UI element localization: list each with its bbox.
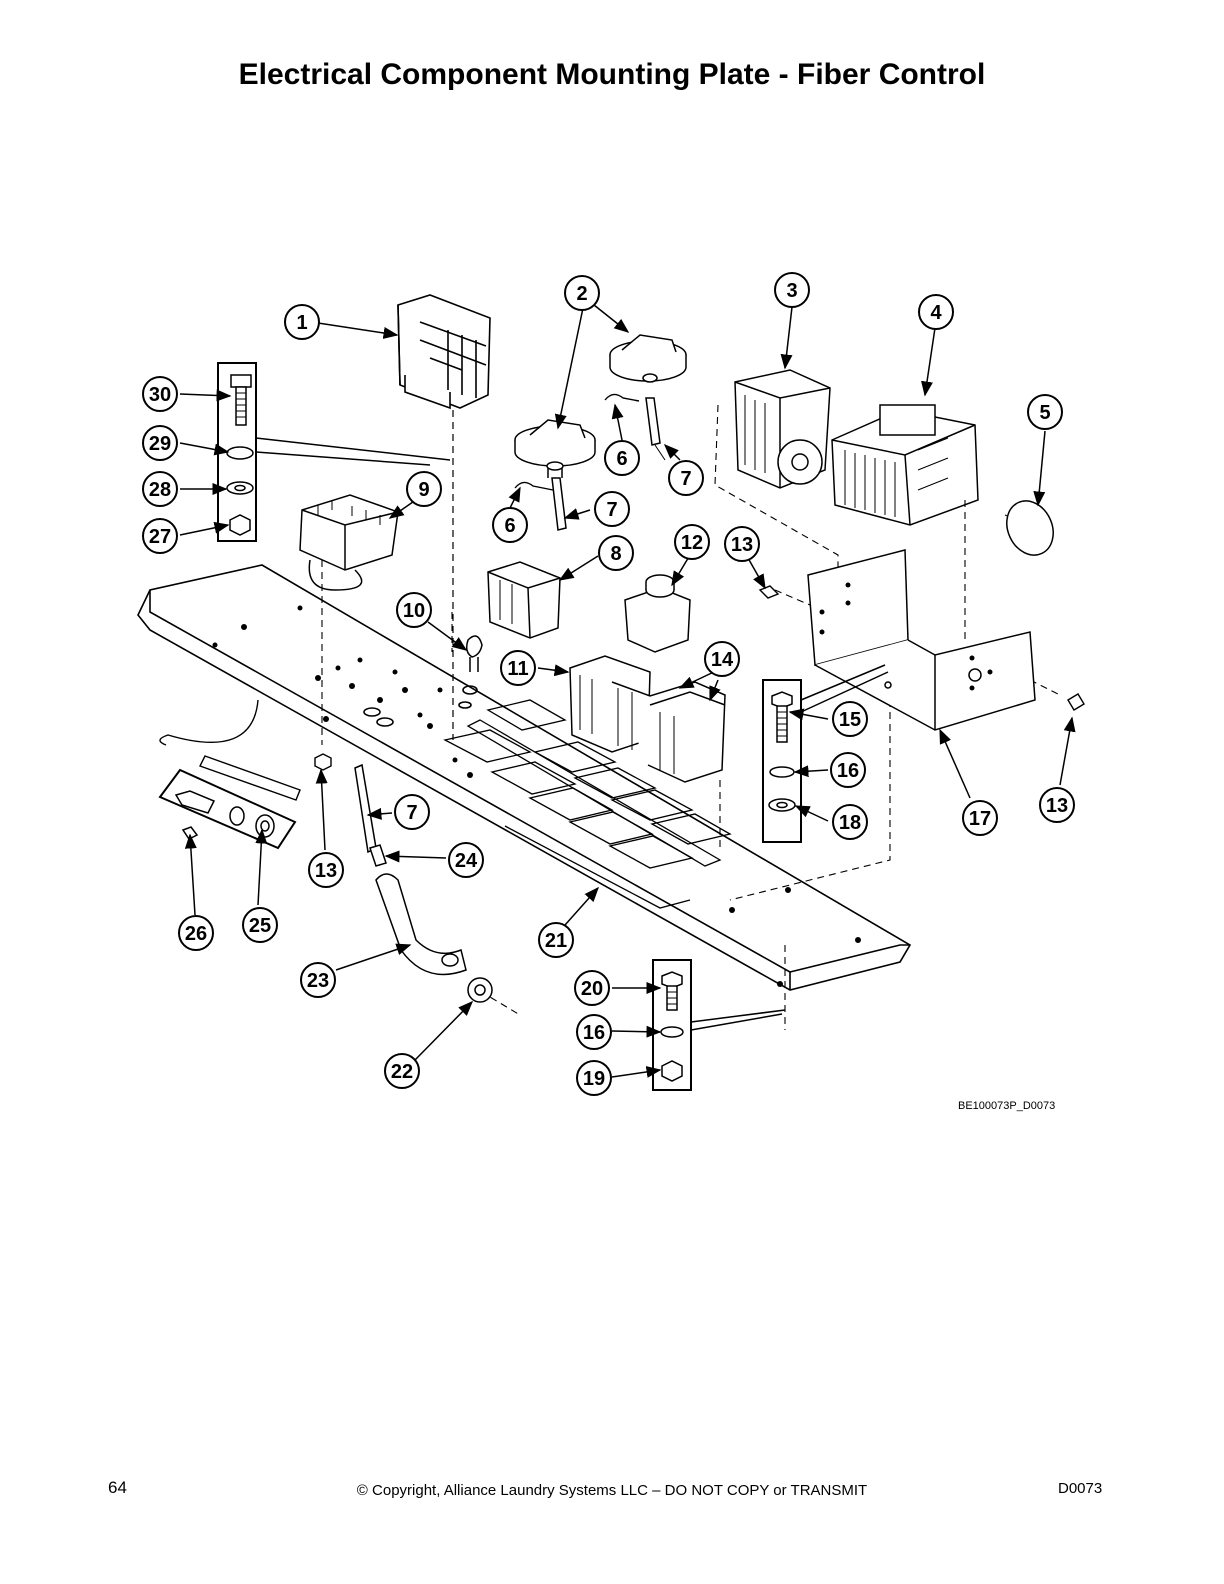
callout-16: 16: [576, 1014, 612, 1050]
hardware-group-bottom: [652, 959, 786, 1091]
callout-29: 29: [142, 425, 178, 461]
pressure-switch-1: [514, 419, 596, 531]
callout-number: 21: [545, 930, 567, 952]
callout-8: 8: [598, 535, 634, 571]
callout-13: 13: [1039, 787, 1075, 823]
terminal-block: [299, 494, 399, 591]
callout-number: 28: [149, 479, 171, 501]
callout-3: 3: [774, 272, 810, 308]
callout-number: 27: [149, 526, 171, 548]
callout-6: 6: [492, 507, 528, 543]
callout-number: 7: [680, 468, 691, 490]
screws: [314, 585, 1085, 771]
callout-14: 14: [704, 641, 740, 677]
callout-number: 4: [930, 302, 942, 324]
callout-number: 9: [418, 479, 429, 501]
callout-11: 11: [500, 650, 536, 686]
callout-27: 27: [142, 518, 178, 554]
callout-22: 22: [384, 1053, 420, 1089]
callout-number: 11: [507, 658, 528, 680]
callout-number: 16: [583, 1022, 605, 1044]
callout-25: 25: [242, 907, 278, 943]
callout-number: 7: [606, 499, 617, 521]
callout-30: 30: [142, 376, 178, 412]
clips: [514, 393, 640, 491]
callout-10: 10: [396, 592, 432, 628]
callout-19: 19: [576, 1060, 612, 1096]
callout-20: 20: [574, 970, 610, 1006]
callout-number: 30: [149, 384, 171, 406]
callout-number: 15: [839, 709, 861, 731]
callout-number: 16: [837, 760, 859, 782]
callout-4: 4: [918, 294, 954, 330]
callout-13: 13: [308, 852, 344, 888]
callout-18: 18: [832, 804, 868, 840]
callout-13: 13: [724, 526, 760, 562]
callout-number: 29: [149, 433, 171, 455]
sequencer-module: [831, 404, 979, 526]
callout-15: 15: [832, 701, 868, 737]
callout-21: 21: [538, 922, 574, 958]
callout-number: 13: [1046, 795, 1068, 817]
callout-12: 12: [674, 524, 710, 560]
callout-number: 3: [786, 280, 797, 302]
figure-reference: BE100073P_D0073: [958, 1100, 1056, 1112]
timer-module: [734, 369, 831, 489]
callout-number: 22: [391, 1061, 413, 1083]
wire-clip: [465, 635, 483, 672]
callout-number: 1: [296, 312, 307, 334]
auxiliary-contactor: [487, 561, 561, 639]
callout-17: 17: [962, 800, 998, 836]
callout-2: 2: [564, 275, 600, 311]
callout-number: 20: [581, 978, 603, 1000]
page-number: 64: [108, 1478, 127, 1497]
callout-number: 13: [731, 534, 753, 556]
fitting-box: [158, 768, 297, 850]
callout-23: 23: [300, 962, 336, 998]
callout-number: 6: [504, 515, 515, 537]
callout-26: 26: [178, 915, 214, 951]
callout-number: 13: [315, 860, 337, 882]
callout-7: 7: [668, 460, 704, 496]
callout-7: 7: [594, 491, 630, 527]
copyright-notice: © Copyright, Alliance Laundry Systems LL…: [356, 1482, 868, 1499]
callout-5: 5: [1027, 394, 1063, 430]
callout-28: 28: [142, 471, 178, 507]
knob-disk: [1006, 500, 1054, 556]
mounting-plate: [137, 564, 912, 991]
callout-number: 8: [610, 543, 621, 565]
hose-assembly: [354, 763, 493, 1003]
contactor: [397, 294, 491, 740]
callout-number: 19: [583, 1068, 605, 1090]
pressure-switch-2: [609, 334, 687, 461]
callout-number: 26: [185, 923, 207, 945]
document-code: D0073: [1058, 1480, 1103, 1497]
thermostat-probe: [159, 699, 301, 801]
callout-number: 10: [403, 600, 425, 622]
callout-7: 7: [394, 794, 430, 830]
callout-number: 6: [616, 448, 627, 470]
callout-number: 23: [307, 970, 329, 992]
callout-1: 1: [284, 304, 320, 340]
callout-number: 24: [455, 850, 478, 872]
callout-number: 25: [249, 915, 271, 937]
callout-number: 18: [839, 812, 861, 834]
callout-number: 17: [969, 808, 991, 830]
callout-number: 14: [711, 649, 734, 671]
contactor-row: [569, 655, 726, 783]
callout-24: 24: [448, 842, 484, 878]
callout-number: 7: [406, 802, 417, 824]
callout-16: 16: [830, 752, 866, 788]
callout-9: 9: [406, 471, 442, 507]
page-title: Electrical Component Mounting Plate - Fi…: [238, 58, 986, 91]
callout-number: 2: [576, 283, 587, 305]
bracket: [807, 549, 1036, 731]
callout-number: 12: [681, 532, 703, 554]
relay: [624, 574, 691, 653]
callout-number: 5: [1039, 402, 1050, 424]
callout-6: 6: [604, 440, 640, 476]
